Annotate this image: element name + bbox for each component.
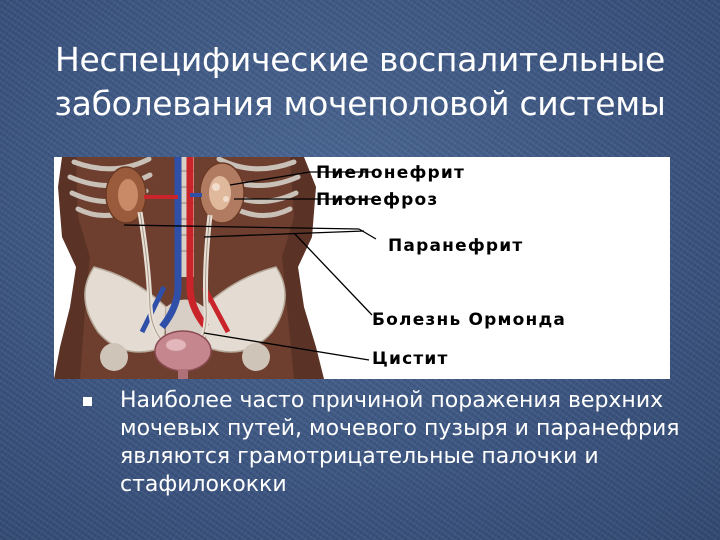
bullet-square-icon	[83, 397, 92, 406]
label-ormond-disease: Болезнь Ормонда	[372, 310, 567, 330]
title-line-1: Неспецифические воспалительные	[55, 40, 665, 79]
bullet-item: Наиболее часто причиной поражения верхни…	[120, 388, 680, 497]
title-line-2: заболевания мочеполовой системы	[54, 84, 666, 123]
urinary-system-figure: Пиелонефрит Пионефроз Паранефрит Болезнь…	[54, 157, 670, 379]
slide-title: Неспецифические воспалительные заболеван…	[0, 38, 720, 126]
anatomy-illustration	[54, 157, 377, 379]
label-cystitis: Цистит	[372, 349, 449, 369]
label-paranephritis: Паранефрит	[388, 236, 524, 256]
label-pyelonephritis: Пиелонефрит	[316, 163, 466, 183]
label-pyonephrosis: Пионефроз	[316, 190, 439, 210]
